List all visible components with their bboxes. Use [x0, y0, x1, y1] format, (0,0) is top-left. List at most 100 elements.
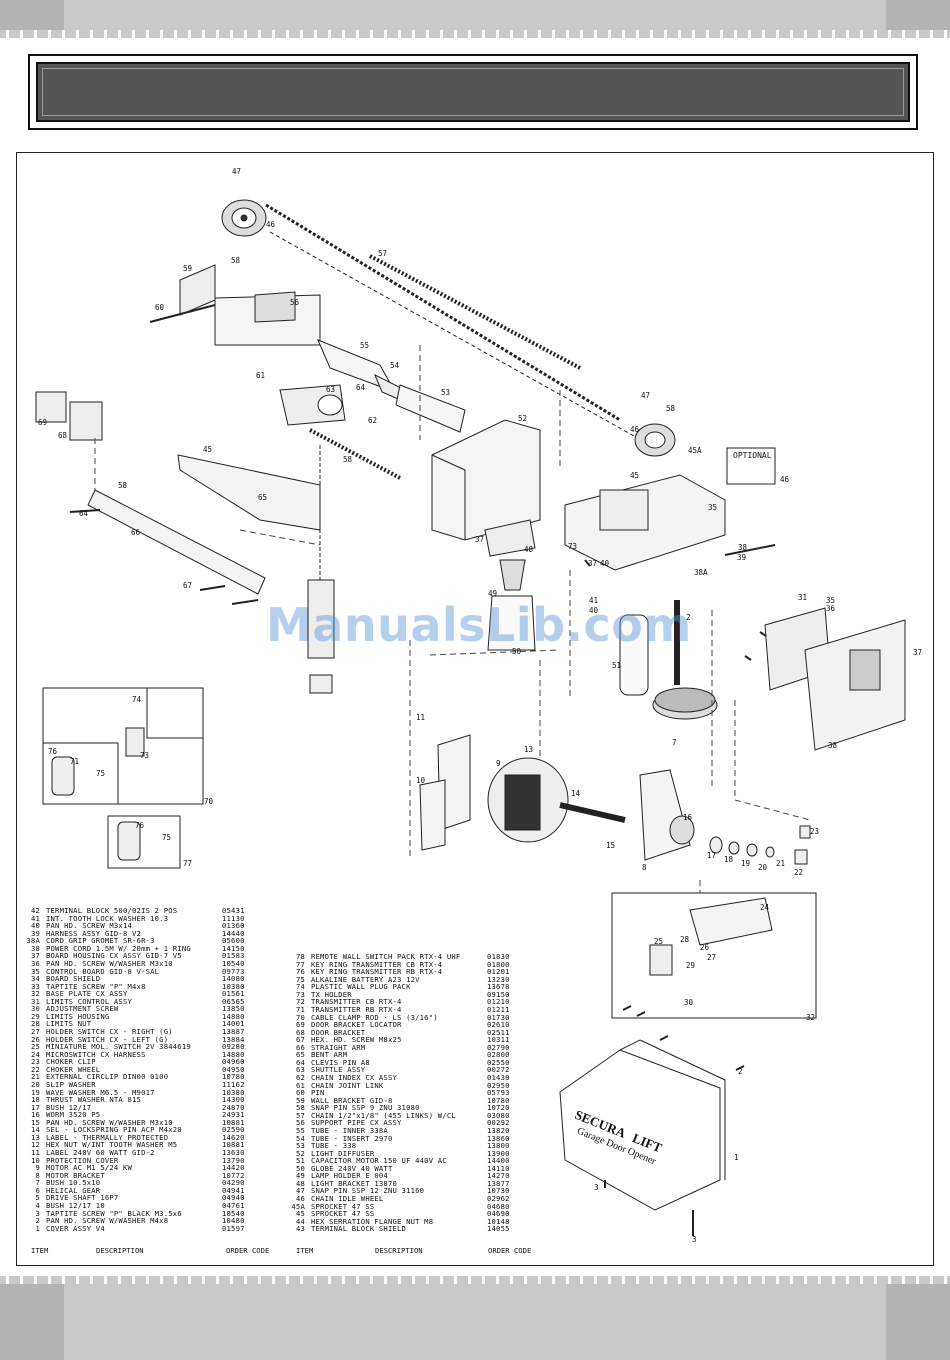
- part-order-code: 14400: [487, 1156, 510, 1166]
- callout-7: 7: [672, 738, 677, 747]
- part-order-code: 02590: [222, 1125, 245, 1135]
- callout-19: 19: [741, 859, 750, 868]
- callout-62: 62: [368, 416, 377, 425]
- part-order-code: 10540: [222, 1208, 245, 1218]
- part-order-code: 04950: [222, 1064, 245, 1074]
- callout-22: 22: [794, 868, 803, 877]
- title-banner: [28, 54, 918, 130]
- part-order-code: 04761: [222, 1200, 245, 1210]
- part-description: LIGHT BRACKET 13870: [311, 1178, 398, 1188]
- part-description: CHAIN 1/2"x1/8" (455 LINKS) W/CL: [311, 1110, 456, 1120]
- part-order-code: 01583: [222, 951, 245, 961]
- callout-9: 9: [496, 759, 501, 768]
- part-description: HOLDER SWITCH CX - RIGHT (G): [46, 1027, 173, 1036]
- callout-73b: 73: [140, 751, 149, 760]
- part-order-code: 14880: [222, 1011, 245, 1021]
- part-order-code: 05793: [487, 1088, 510, 1098]
- part-number: 57: [295, 1110, 305, 1120]
- callout-14: 14: [571, 789, 581, 798]
- part-number: 69: [295, 1020, 305, 1030]
- part-description: SEL - LOCKSPRING PIN ACP M4x20: [46, 1125, 182, 1135]
- part-description: HARNESS ASSY GID-8 V2: [46, 928, 142, 938]
- part-order-code: 14270: [487, 1171, 510, 1181]
- part-order-code: 10772: [222, 1170, 245, 1180]
- part-description: HEX NUT W/INT TOOTH WASHER M5: [46, 1140, 178, 1150]
- part-description: TAPTITE SCREW "P" M4x8: [46, 981, 146, 991]
- part-order-code: 00292: [487, 1118, 510, 1128]
- part-number: 17: [30, 1102, 40, 1112]
- part-description: SPROCKET 47 SS: [311, 1209, 375, 1219]
- part-number: 33: [30, 981, 40, 991]
- part-order-code: 10881: [222, 1117, 245, 1127]
- part-order-code: 02950: [487, 1080, 510, 1090]
- part-description: THRUST WASHER NTA 815: [46, 1095, 142, 1105]
- part-description: TUBE - INNER 338A: [311, 1125, 388, 1135]
- part-description: SHUTTLE ASSY: [311, 1065, 366, 1075]
- part-description: CHAIN IDLE WHEEL: [311, 1194, 384, 1203]
- callout-64: 64: [79, 509, 89, 518]
- callout-47: 47: [232, 167, 241, 176]
- callout-76b: 76: [135, 821, 145, 830]
- part-number: 25: [30, 1042, 40, 1052]
- part-order-code: 11130: [222, 913, 245, 923]
- part-number: 46: [295, 1194, 305, 1203]
- callout-17: 17: [707, 851, 716, 860]
- part-description: CHAIN JOINT LINK: [311, 1080, 384, 1090]
- part-number: 11: [30, 1148, 40, 1157]
- part-order-code: 04680: [487, 1201, 510, 1211]
- part-description: GLOBE 240V 40 WATT: [311, 1163, 393, 1173]
- part-number: 18: [30, 1095, 40, 1105]
- callout-13: 13: [524, 745, 533, 754]
- part-number: 43: [295, 1224, 305, 1234]
- part-description: LABEL 240V 60 WATT GID-2: [46, 1148, 155, 1157]
- part-description: DOOR BRACKET LOCATOR: [311, 1020, 402, 1030]
- callout-30: 31: [798, 593, 807, 602]
- callout-5: 2: [686, 613, 691, 622]
- part-number: 60: [295, 1088, 305, 1098]
- callout-75b: 75: [162, 833, 171, 842]
- part-description: REMOTE WALL SWITCH PACK RTX-4 UHF: [311, 952, 461, 961]
- callout-24: 24: [760, 903, 770, 912]
- part-number: 61: [295, 1080, 305, 1090]
- part-description: BUSH 12/17 10: [46, 1200, 105, 1210]
- part-number: 34: [30, 974, 40, 984]
- callout-65: 65: [258, 493, 267, 502]
- part-description: INT. TOOTH LOCK WASHER 10.3: [46, 913, 169, 923]
- part-order-code: 01360: [222, 921, 245, 931]
- part-number: 47: [295, 1186, 305, 1196]
- part-number: 68: [295, 1027, 305, 1037]
- part-order-code: 05431: [222, 906, 245, 915]
- part-number: 42: [30, 906, 40, 915]
- callout-45a: 46: [780, 475, 790, 484]
- part-order-code: 10480: [222, 1216, 245, 1226]
- part-description: TRANSMITTER RB RTX-4: [311, 1004, 402, 1014]
- part-order-code: 01211: [487, 1004, 510, 1014]
- part-number: 63: [295, 1065, 305, 1075]
- callout-50: 50: [512, 647, 522, 656]
- part-order-code: 01430: [487, 1073, 510, 1082]
- part-order-code: 14440: [222, 928, 245, 938]
- callout-34: 35: [826, 596, 835, 605]
- part-order-code: 24931: [222, 1110, 245, 1120]
